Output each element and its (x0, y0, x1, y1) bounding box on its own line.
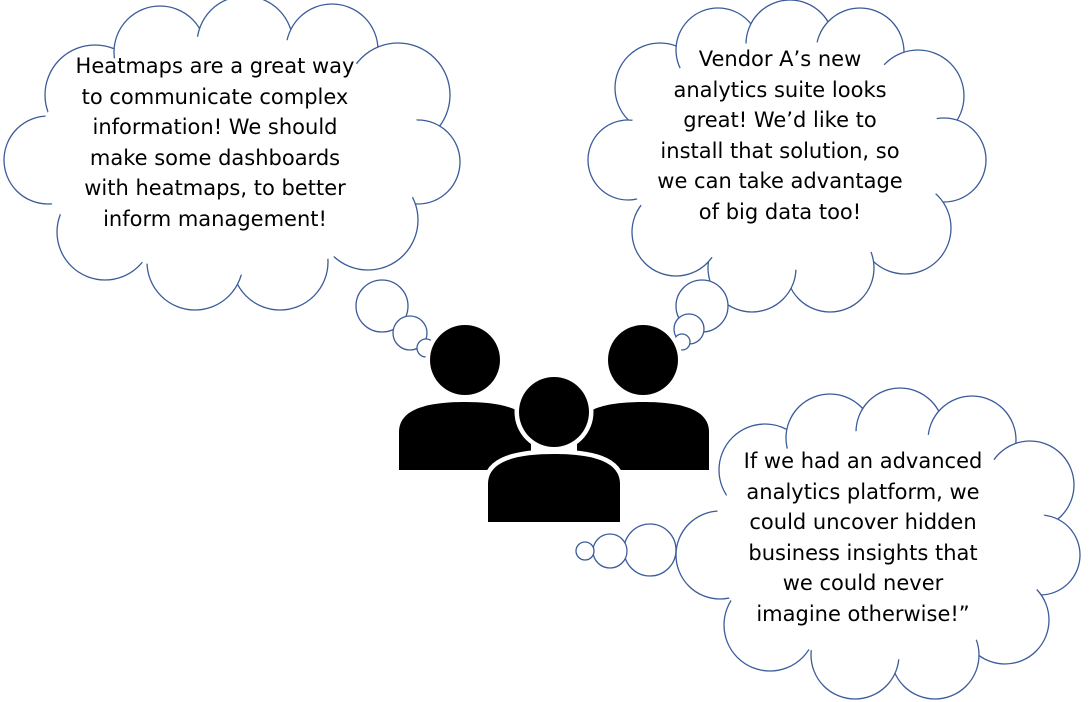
thought-line: inform management! (103, 206, 327, 231)
thought-text-right: Vendor A’s new analytics suite looks gre… (640, 44, 920, 228)
thought-line: with heatmaps, to better (84, 176, 346, 201)
thought-line: of big data too! (698, 199, 862, 224)
thought-cloud-bottom (675, 387, 1081, 700)
thought-cloud-right (587, 0, 987, 313)
thought-line: analytics platform, we (746, 479, 980, 504)
thought-line: Vendor A’s new (698, 47, 862, 71)
thought-trail-right (673, 279, 729, 351)
thought-cloud-left (3, 0, 461, 311)
people-group-icon (394, 320, 714, 527)
thought-line: to communicate complex (81, 84, 349, 109)
thought-line: Heatmaps are a great way (75, 54, 355, 78)
thought-text-bottom: If we had an advanced analytics platform… (728, 446, 998, 630)
thought-line: we could never (782, 571, 944, 596)
thought-line: could uncover hidden (749, 510, 977, 535)
thought-line: information! We should (92, 115, 338, 140)
thought-line: imagine otherwise!” (756, 601, 970, 626)
thought-text-left: Heatmaps are a great way to communicate … (64, 51, 366, 235)
thought-line: great! We’d like to (683, 108, 877, 133)
thought-line: we can take advantage (657, 169, 903, 194)
thought-trail-bottom (575, 523, 677, 577)
thought-trail-left (355, 279, 436, 358)
thought-line: If we had an advanced (743, 449, 983, 473)
thought-line: install that solution, so (660, 138, 900, 163)
thought-line: analytics suite looks (673, 77, 887, 102)
thought-line: business insights that (748, 540, 978, 565)
thought-line: make some dashboards (89, 145, 341, 170)
